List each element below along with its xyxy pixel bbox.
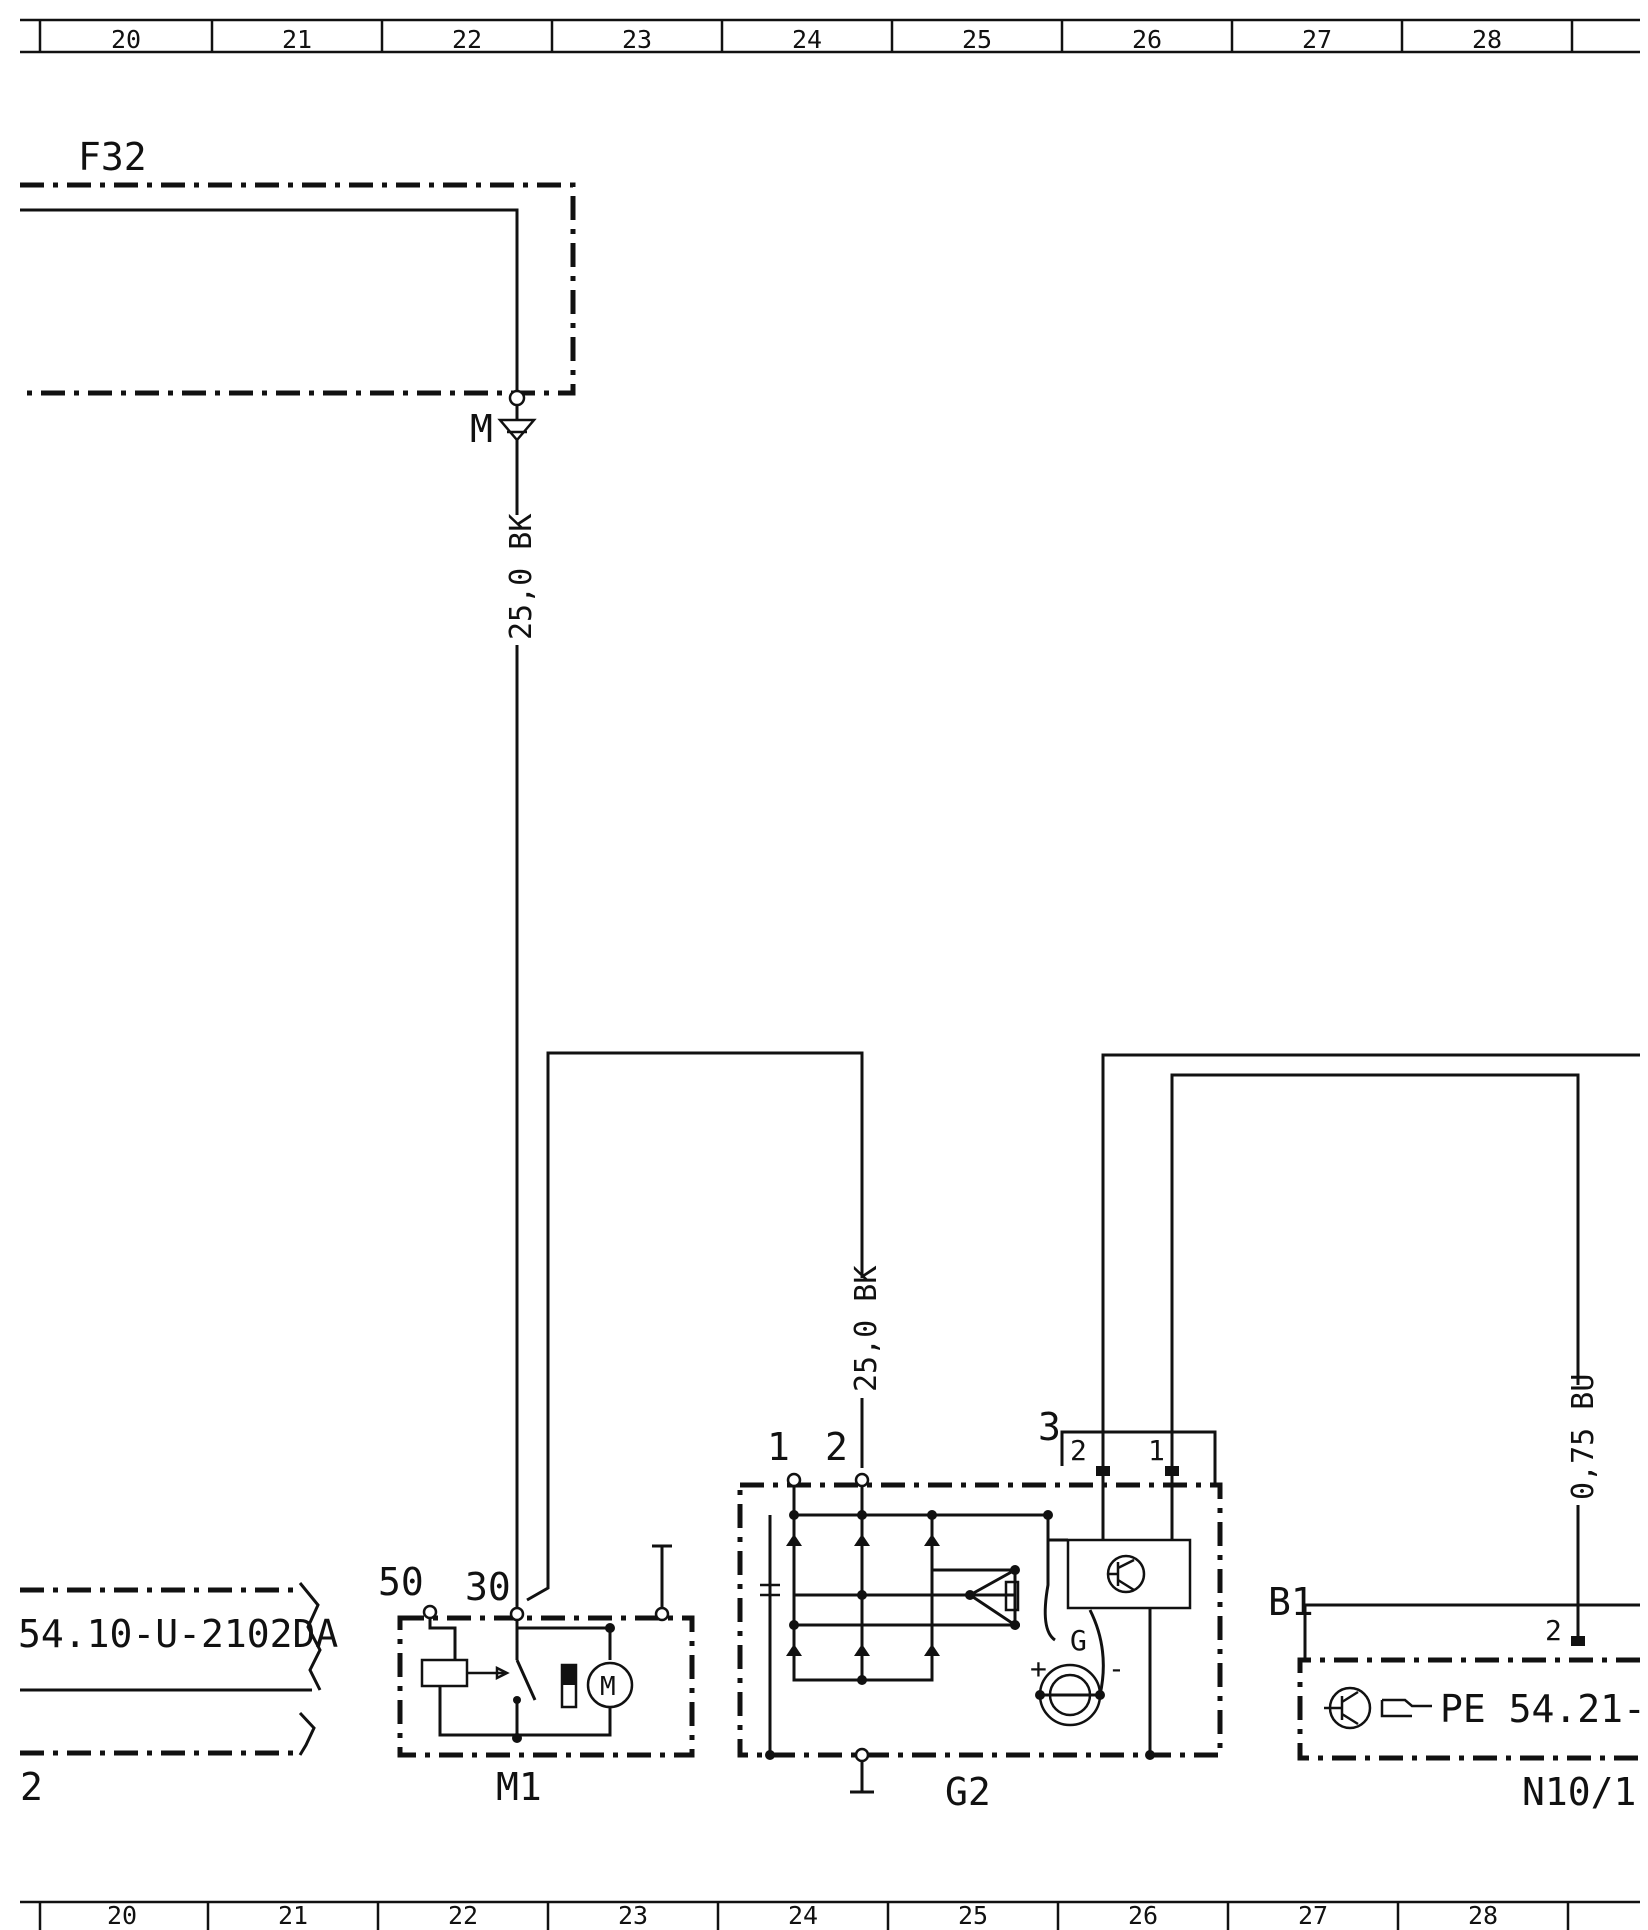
voltage-regulator-box [1066,1538,1192,1610]
ground-terminal-circle [508,389,526,407]
bottom-ruler-cell: 23 [618,1901,648,1930]
bottom-ruler-cell: 25 [958,1901,988,1930]
top-ruler-cell: 25 [962,25,992,54]
g2-terminal-2: 2 [825,1425,848,1469]
left-reference-label: 54.10-U-2102DA [18,1612,338,1656]
bottom-ruler-cell: 26 [1128,1901,1158,1930]
ground-point-m: M [470,405,537,451]
battery-cable: 25,0 BK [526,1051,884,1602]
module-n10-1: B1 2 PE 54.21- N10/1 [1268,1580,1646,1814]
g2-terminal-1: 1 [767,1425,790,1469]
top-ruler-cell: 22 [452,25,482,54]
diode-icons [786,1534,940,1656]
top-ruler-cell: 21 [282,25,312,54]
ground-wire: 25,0 BK [504,440,539,1615]
n10-pin: 2 [1545,1614,1562,1647]
alternator-wire-label: 25,0 BK [849,1266,884,1392]
top-ruler-cell: 28 [1472,25,1502,54]
bottom-ruler-cell: 28 [1468,1901,1498,1930]
right-reference-label: PE 54.21- [1440,1687,1646,1731]
regulator-wire-label: 0,75 BU [1566,1374,1601,1500]
gen-g-label: G [1070,1624,1087,1657]
plug-pin-1: 1 [1148,1434,1165,1467]
m1-terminal-30: 30 [465,1565,511,1609]
top-ruler-cell: 27 [1302,25,1332,54]
n10-1-label: N10/1 [1522,1770,1636,1814]
top-grid-ruler: 20 21 22 23 24 25 26 27 28 [20,18,1640,54]
bottom-ruler-cell: 20 [107,1901,137,1930]
alternator-g2: 1 2 3 [737,1405,1223,1814]
bottom-ruler-cell: 27 [1298,1901,1328,1930]
g2-label: G2 [945,1770,991,1814]
g2-terminal-3: 3 [1038,1405,1061,1449]
motor-m-glyph: M [600,1672,616,1702]
left-page-ref: 2 [20,1765,43,1809]
ground-label: M [470,407,493,451]
bottom-ruler-cell: 22 [448,1901,478,1930]
f32-label: F32 [78,135,147,179]
top-ruler-cell: 23 [622,25,652,54]
m1-label: M1 [496,1765,542,1809]
plug-pin-2: 2 [1070,1434,1087,1467]
capacitor-icon [760,1583,780,1597]
bottom-grid-ruler: 20 21 22 23 24 25 26 27 28 [20,1900,1640,1930]
ground-wire-label: 25,0 BK [504,514,539,640]
top-ruler-cell: 24 [792,25,822,54]
bottom-ruler-cell: 21 [278,1901,308,1930]
solenoid-coil [420,1658,469,1688]
reference-pointer-icon [1380,1698,1432,1718]
gen-plus-label: + [1030,1652,1047,1685]
top-ruler-cell: 26 [1132,25,1162,54]
bottom-ruler-cell: 24 [788,1901,818,1930]
m1-terminal-50: 50 [378,1560,424,1604]
left-reference-block: 54.10-U-2102DA 2 [18,1582,338,1809]
regulator-wires: 0,75 BU [1101,1053,1640,1636]
b1-label: B1 [1268,1580,1314,1624]
gen-minus-label: - [1108,1652,1125,1685]
stator-winding-icon [967,1567,1017,1628]
f32-module: F32 [20,135,576,407]
top-ruler-cell: 20 [111,25,141,54]
starter-m1: 50 30 M M1 [378,1544,695,1809]
ground-icon [497,418,537,442]
